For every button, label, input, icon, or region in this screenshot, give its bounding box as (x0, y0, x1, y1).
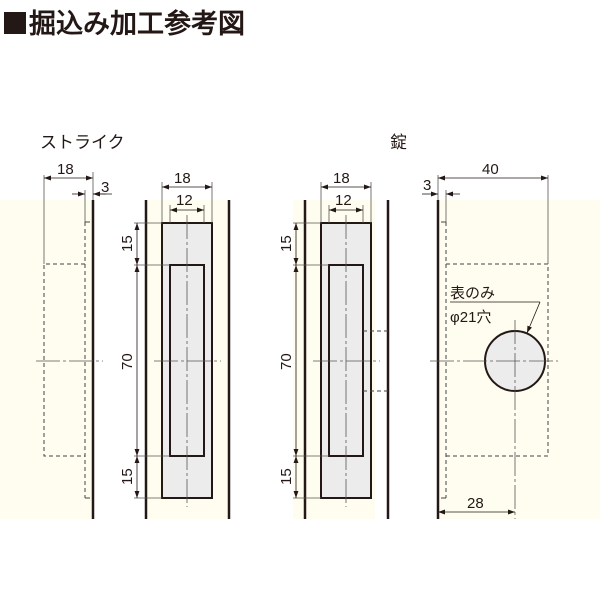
strike-front-view (134, 182, 231, 519)
lock-front-view (293, 182, 390, 519)
lock-front-dim-mid: 70 (278, 353, 295, 370)
strike-front-dim-inner-width: 12 (176, 192, 193, 209)
title-text: 掘込み加工参考図 (29, 9, 245, 40)
strike-front-dim-top: 15 (119, 235, 136, 252)
lock-front-dim-top: 15 (278, 235, 295, 252)
lock-side-note-line1: 表のみ (450, 285, 495, 302)
strike-front-dim-mid: 70 (119, 353, 136, 370)
lock-side-dim-offset: 3 (423, 177, 431, 194)
lock-side-note-line2: φ21穴 (450, 309, 491, 326)
strike-label: ストライク (40, 133, 125, 153)
lock-side-view (422, 175, 558, 519)
title-square-icon (4, 12, 26, 34)
lock-side-dim-depth: 40 (482, 161, 499, 178)
strike-front-dim-outer-width: 18 (174, 170, 191, 187)
strike-side-dim-width: 18 (57, 161, 74, 178)
diagram-title: 掘込み加工参考図 (4, 2, 245, 41)
lock-front-dim-outer-width: 18 (333, 170, 350, 187)
strike-front-dim-bottom: 15 (119, 468, 136, 485)
lock-front-dim-bottom: 15 (278, 468, 295, 485)
lock-label: 錠 (390, 133, 407, 153)
lock-front-dim-inner-width: 12 (335, 192, 352, 209)
lock-side-dim-hole-center: 28 (467, 495, 484, 512)
strike-side-dim-offset: 3 (101, 179, 109, 196)
strike-side-view (36, 172, 112, 519)
